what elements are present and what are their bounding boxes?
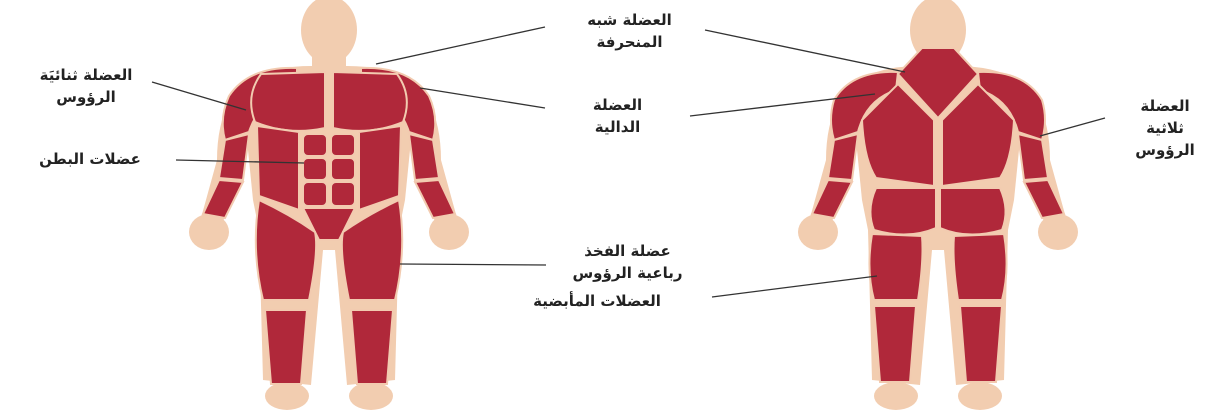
label-trapezius-line2: المنحرفة — [542, 31, 717, 53]
label-deltoid-line2: الدالية — [550, 116, 685, 138]
back-hamstring-right — [954, 234, 1007, 300]
label-hamstrings-line1: العضلات المأبضية — [482, 290, 712, 312]
label-trapezius-line1: العضلة شبه — [542, 9, 717, 31]
back-calf-left — [874, 306, 916, 382]
label-quadriceps-line1: عضلة الفخذ — [540, 240, 715, 262]
front-abs-5 — [303, 182, 327, 206]
label-hamstrings: العضلات المأبضية — [482, 290, 712, 312]
back-forearm-left — [812, 180, 852, 218]
front-oblique-right — [359, 126, 401, 210]
label-deltoid-line1: العضلة — [550, 94, 685, 116]
label-triceps-line2: ثلاثية — [1110, 117, 1220, 139]
back-calf-right — [960, 306, 1002, 382]
label-biceps: العضلة ثنائيَة الرؤوس — [6, 64, 166, 108]
label-triceps-line3: الرؤوس — [1110, 139, 1220, 161]
front-figure — [189, 0, 469, 410]
leader-deltoid-front — [420, 88, 545, 108]
leader-triceps — [1040, 118, 1105, 136]
front-oblique-left — [257, 126, 299, 210]
front-forearm-right — [415, 180, 455, 218]
front-pectoral-left — [251, 72, 325, 131]
front-shin-right — [351, 310, 393, 384]
front-abs-6 — [331, 182, 355, 206]
front-abs-2 — [331, 134, 355, 156]
label-triceps: العضلة ثلاثية الرؤوس — [1110, 95, 1220, 161]
label-deltoid: العضلة الدالية — [550, 94, 685, 138]
front-forearm-left — [203, 180, 243, 218]
label-quadriceps: عضلة الفخذ رباعية الرؤوس — [540, 240, 715, 284]
front-pectoral-right — [333, 72, 407, 131]
leader-hamstrings — [712, 276, 877, 297]
front-abs-4 — [331, 158, 355, 180]
front-abs-1 — [303, 134, 327, 156]
back-forearm-right — [1024, 180, 1064, 218]
label-quadriceps-line2: رباعية الرؤوس — [540, 262, 715, 284]
label-abdominals: عضلات البطن — [4, 148, 176, 170]
label-biceps-line2: الرؤوس — [6, 86, 166, 108]
back-hamstring-left — [869, 234, 922, 300]
label-biceps-line1: العضلة ثنائيَة — [6, 64, 166, 86]
front-shin-left — [265, 310, 307, 384]
back-glute-right — [940, 188, 1006, 235]
label-trapezius: العضلة شبه المنحرفة — [542, 9, 717, 53]
label-triceps-line1: العضلة — [1110, 95, 1220, 117]
front-abs-3 — [303, 158, 327, 180]
back-figure — [798, 0, 1078, 410]
leader-quadriceps — [400, 264, 546, 265]
label-abdominals-line1: عضلات البطن — [4, 148, 176, 170]
back-glute-left — [870, 188, 936, 235]
leader-trapezius-back — [705, 30, 905, 72]
leader-trapezius-front — [376, 27, 545, 64]
